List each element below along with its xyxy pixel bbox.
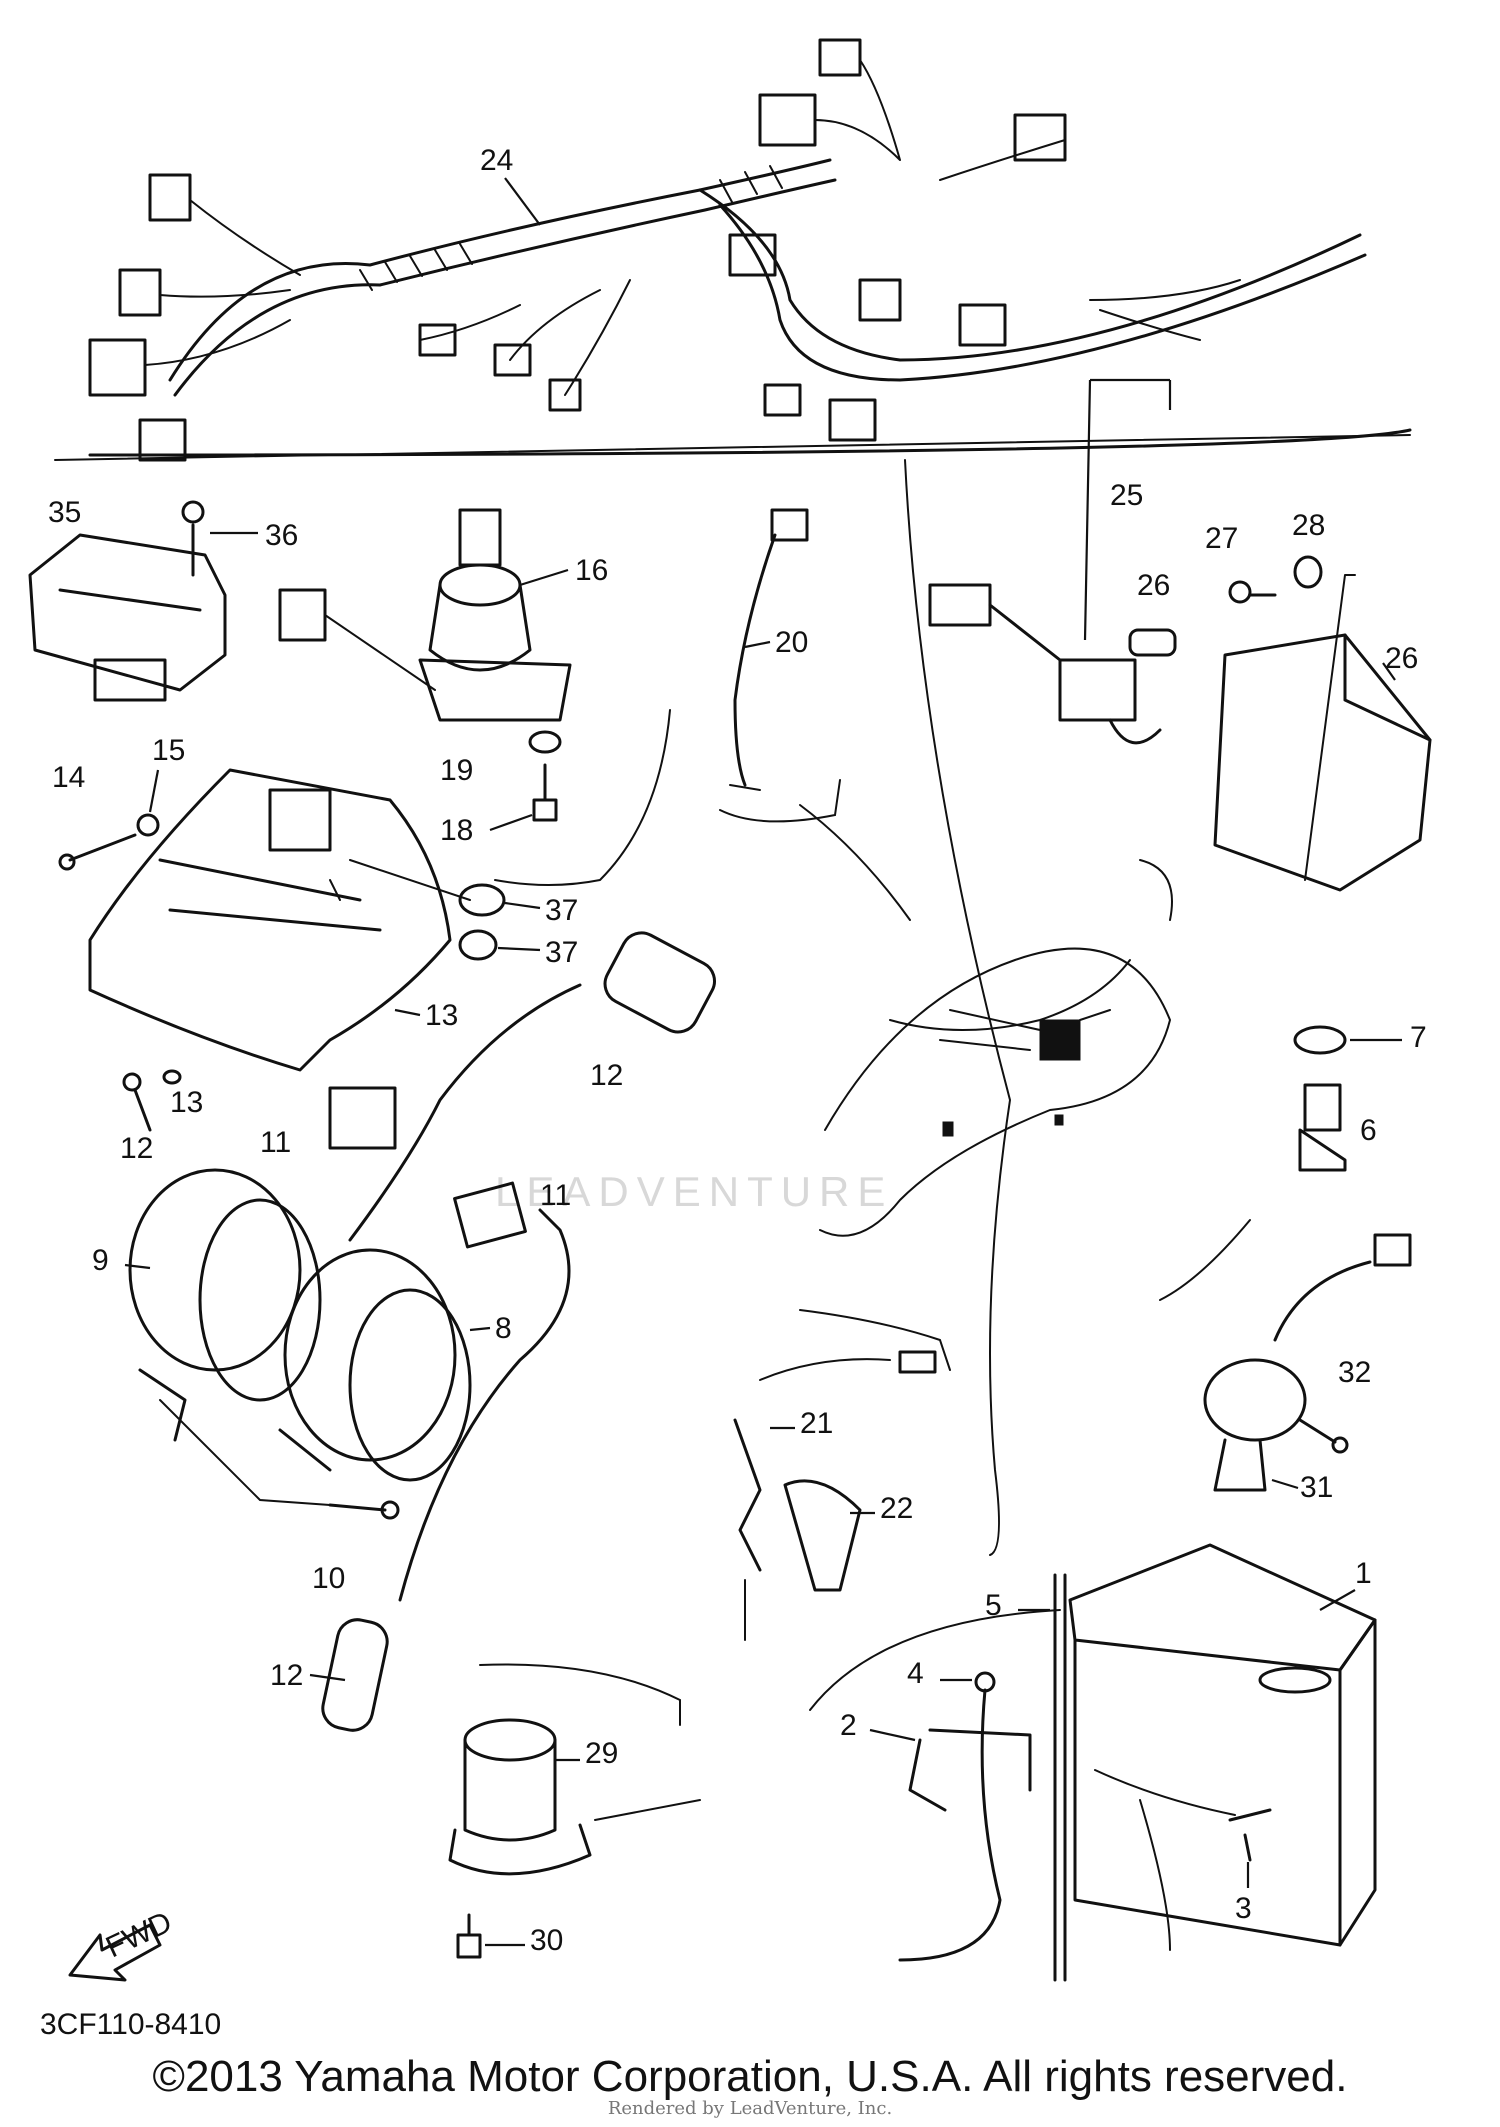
fwd-arrow-icon (68, 1923, 162, 1982)
battery-cable-4[interactable] (898, 1671, 1002, 1962)
callout-34: 35 (48, 496, 81, 529)
callout-28: 27 (1205, 522, 1238, 555)
copyright-notice: ©2013 Yamaha Motor Corporation, U.S.A. A… (152, 2052, 1348, 2101)
bolt-19[interactable] (532, 763, 558, 822)
callout-30: 29 (585, 1737, 618, 1770)
nut-37[interactable] (458, 929, 498, 961)
nut-36[interactable] (458, 883, 506, 917)
ignition-coil-8[interactable] (278, 1248, 472, 1482)
callout-21: 20 (775, 626, 808, 659)
callout-25: 25 (1110, 479, 1143, 512)
boot-11-left[interactable] (328, 1086, 397, 1150)
callout-7: 7 (1410, 1021, 1427, 1054)
ignitor-unit[interactable] (1213, 574, 1432, 892)
washer-15[interactable] (162, 1069, 182, 1085)
starter-relay[interactable] (448, 1718, 701, 1876)
callout-20: 19 (440, 754, 473, 787)
callout-13: 13 (425, 999, 458, 1032)
callout-9: 9 (92, 1244, 109, 1277)
callout-6: 6 (1360, 1114, 1377, 1147)
fuse-26[interactable] (1128, 628, 1177, 657)
callout-32: 31 (1300, 1471, 1333, 1504)
rectifier-cover[interactable] (88, 768, 471, 1072)
callout-4: 4 (907, 1657, 924, 1690)
screw-28[interactable] (1228, 580, 1277, 604)
callout-2: 2 (840, 1709, 857, 1742)
battery-holder-2[interactable] (908, 1728, 1032, 1812)
main-switch[interactable] (278, 508, 572, 722)
bracket-23[interactable] (783, 1479, 862, 1592)
band-5[interactable] (1053, 1573, 1067, 1982)
callout-11-right: 11 (540, 1179, 571, 1212)
ignition-coil-9[interactable] (128, 1168, 322, 1442)
callout-18: 16 (575, 554, 608, 587)
washer-7[interactable] (1293, 1025, 1347, 1055)
callout-26: 26 (1137, 569, 1170, 602)
callout-3: 3 (1235, 1892, 1252, 1925)
callout-10: 10 (312, 1562, 345, 1595)
callout-15: 13 (170, 1086, 203, 1119)
callout-29: 28 (1292, 509, 1325, 542)
oil-switch-6[interactable] (1298, 1083, 1347, 1172)
callout-31: 30 (530, 1924, 563, 1957)
bolt-31[interactable] (456, 1913, 482, 1959)
callout-14: 12 (120, 1132, 153, 1165)
bolt-16[interactable] (58, 833, 137, 871)
callout-19: 18 (440, 814, 473, 847)
callout-11-left: 11 (260, 1126, 291, 1159)
screw-10[interactable] (328, 1500, 400, 1520)
callout-1: 1 (1355, 1557, 1372, 1590)
callout-33: 32 (1338, 1356, 1371, 1389)
callout-5: 5 (985, 1589, 1002, 1622)
grommet-29[interactable] (1293, 555, 1323, 589)
callout-12-lower: 12 (270, 1659, 303, 1692)
document-code: 3CF110-8410 (40, 2008, 222, 2041)
washer-17[interactable] (136, 813, 160, 837)
battery[interactable] (1068, 1543, 1377, 1947)
wire-harness[interactable] (88, 38, 1412, 462)
sensor-22[interactable] (733, 1350, 937, 1641)
sensor-32[interactable] (1203, 1233, 1412, 1492)
rendered-by-credit: Rendered by LeadVenture, Inc. (607, 2098, 893, 2119)
plug-cap-upper[interactable] (348, 926, 722, 1242)
callout-16: 14 (52, 761, 85, 794)
battery-terminal-3[interactable] (1094, 1769, 1272, 1951)
callout-36: 37 (545, 894, 578, 927)
bolt-33[interactable] (1298, 1418, 1349, 1454)
boot-11-right[interactable] (453, 1181, 527, 1249)
relay-unit[interactable] (28, 533, 227, 702)
callout-22: 21 (800, 1407, 833, 1440)
callout-12-upper: 12 (590, 1059, 623, 1092)
callout-8: 8 (495, 1312, 512, 1345)
washer-20[interactable] (528, 730, 562, 754)
neutral-switch[interactable] (729, 508, 809, 791)
callout-23: 22 (880, 1492, 913, 1525)
frame-outline (819, 459, 1173, 1556)
callout-37: 37 (545, 936, 578, 969)
plug-cap-lower[interactable] (319, 1208, 571, 1734)
fuse-holder[interactable] (928, 583, 1162, 745)
watermark: LEADVENTURE (495, 1168, 894, 1215)
bolt-35[interactable] (181, 500, 205, 577)
bolt-14[interactable] (122, 1072, 152, 1132)
callout-17: 15 (152, 734, 185, 767)
callout-24: 24 (480, 144, 513, 177)
callout-27: 26 (1385, 642, 1418, 675)
callout-35: 36 (265, 519, 298, 552)
